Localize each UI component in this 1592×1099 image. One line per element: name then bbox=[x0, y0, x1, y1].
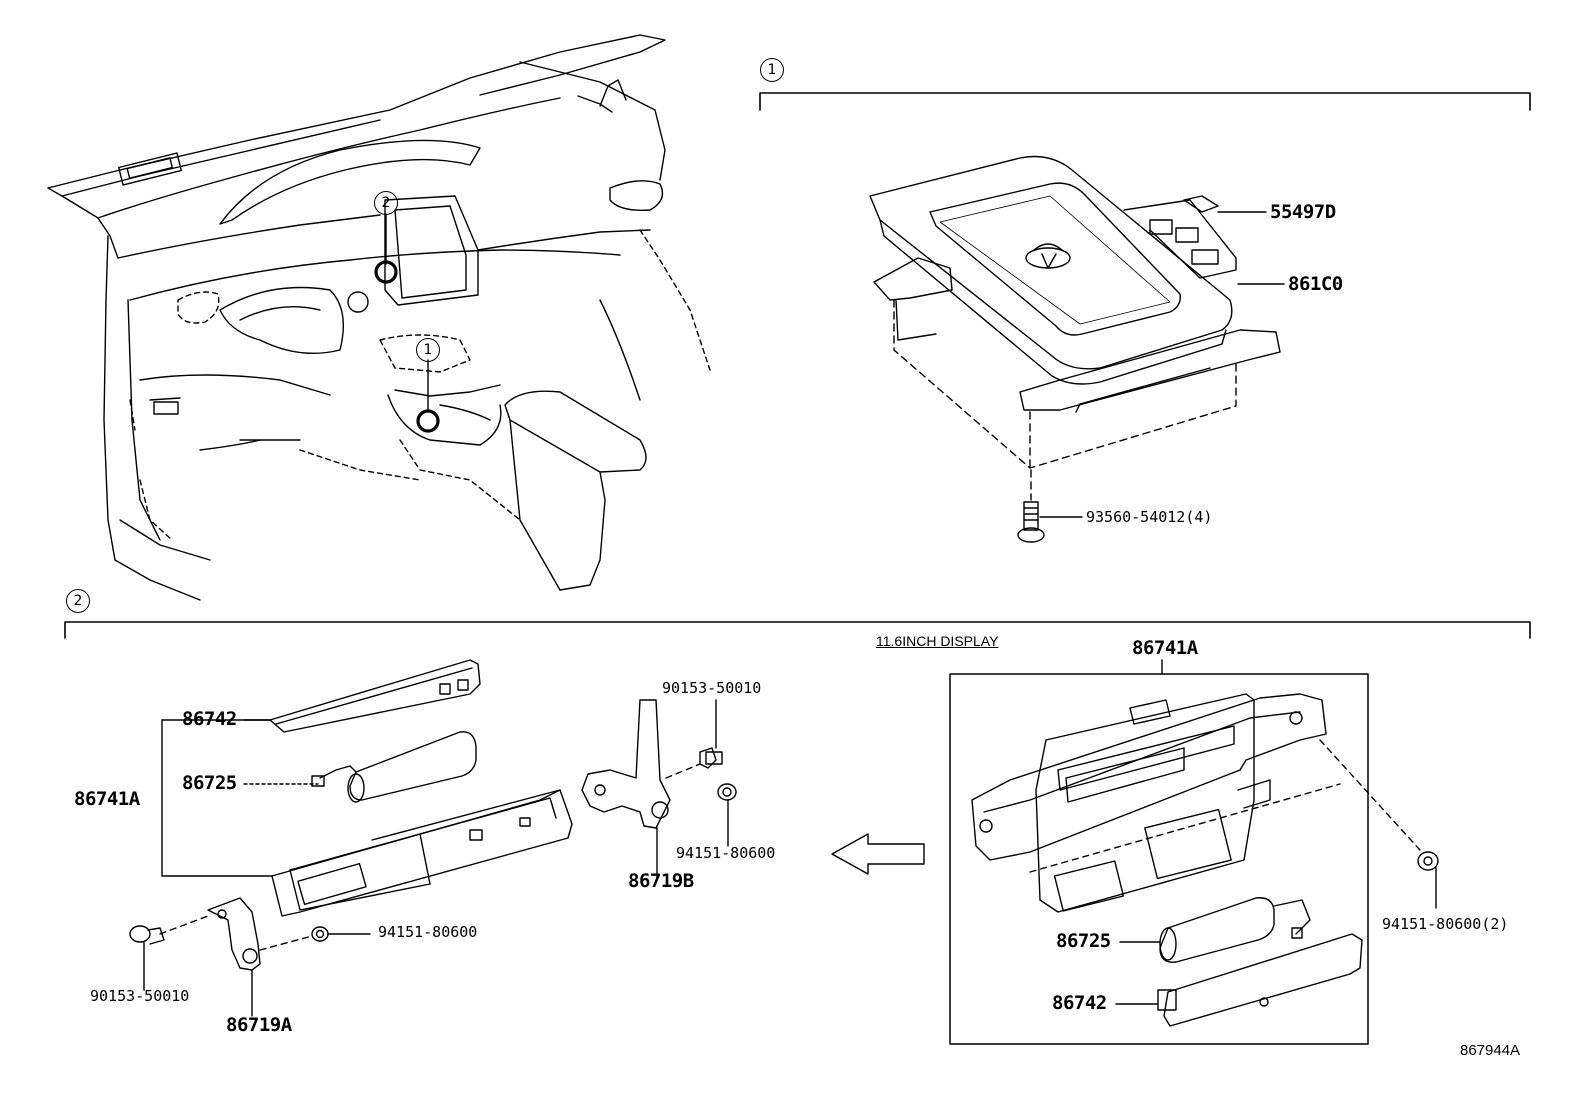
part-number-86725: 86725 bbox=[182, 772, 237, 794]
part-number-94151-80600-mid: 94151-80600 bbox=[378, 923, 478, 941]
display-variant-note: 11.6INCH DISPLAY bbox=[876, 633, 999, 649]
display-variant-box bbox=[949, 673, 1369, 1045]
section1-marker: 1 bbox=[760, 58, 784, 82]
dashboard-illustration bbox=[47, 34, 711, 601]
part-number-55497d: 55497D bbox=[1270, 201, 1336, 223]
part-number-86725-variant: 86725 bbox=[1056, 930, 1111, 952]
display-module-exploded-illustration bbox=[129, 659, 925, 1017]
section2-bracket bbox=[64, 621, 1531, 639]
inset-marker-2: 2 bbox=[374, 191, 398, 215]
part-number-86719a: 86719A bbox=[226, 1014, 292, 1036]
part-number-90153-50010-bottom: 90153-50010 bbox=[90, 987, 190, 1005]
wireless-charger-illustration bbox=[869, 155, 1285, 543]
part-number-86741a: 86741A bbox=[74, 788, 140, 810]
part-number-94151-80600-top: 94151-80600 bbox=[676, 844, 776, 862]
diagram-code: 867944A bbox=[1460, 1042, 1521, 1059]
part-number-90153-50010-top: 90153-50010 bbox=[662, 679, 762, 697]
part-number-861c0: 861C0 bbox=[1288, 273, 1343, 295]
section2-marker: 2 bbox=[66, 589, 90, 613]
part-number-86741a-variant: 86741A bbox=[1132, 637, 1198, 659]
part-number-86719b: 86719B bbox=[628, 870, 694, 892]
part-number-86742: 86742 bbox=[182, 708, 237, 730]
inset-marker-1: 1 bbox=[416, 338, 440, 362]
section1-bracket bbox=[759, 92, 1531, 111]
part-number-94151-80600-2: 94151-80600(2) bbox=[1382, 915, 1509, 933]
part-number-93560-54012: 93560-54012(4) bbox=[1086, 508, 1213, 526]
display-variant-illustration bbox=[971, 693, 1439, 1027]
part-number-86742-variant: 86742 bbox=[1052, 992, 1107, 1014]
